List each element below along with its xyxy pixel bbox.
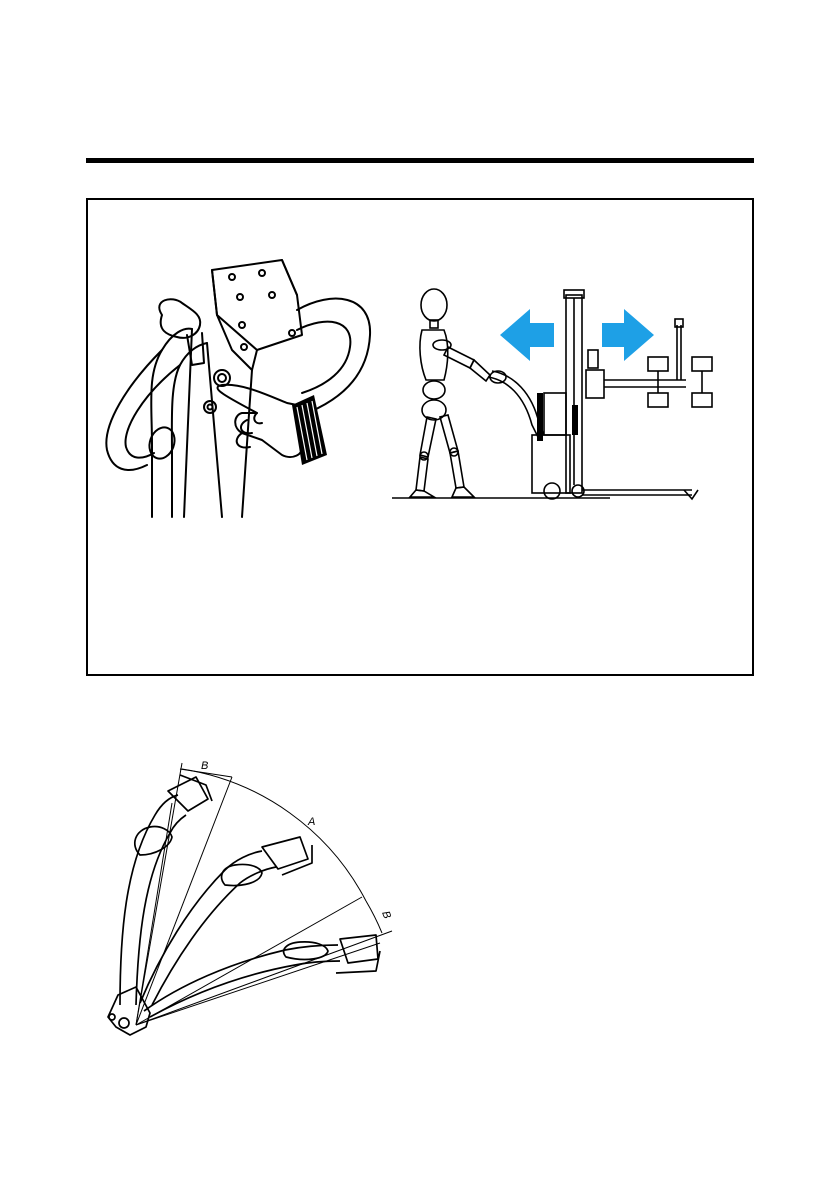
tiller-arm-angles-diagram: B A B (100, 755, 400, 1045)
angle-label-a: A (307, 816, 315, 828)
angle-label-b-top: B (201, 760, 208, 772)
operator-push-pull-illustration (392, 285, 752, 510)
arrow-right-icon (602, 309, 654, 361)
angle-label-b-bottom: B (379, 909, 393, 920)
arrow-left-icon (500, 309, 554, 361)
section-divider-rule (86, 158, 754, 163)
handle-button-illustration (92, 255, 382, 520)
